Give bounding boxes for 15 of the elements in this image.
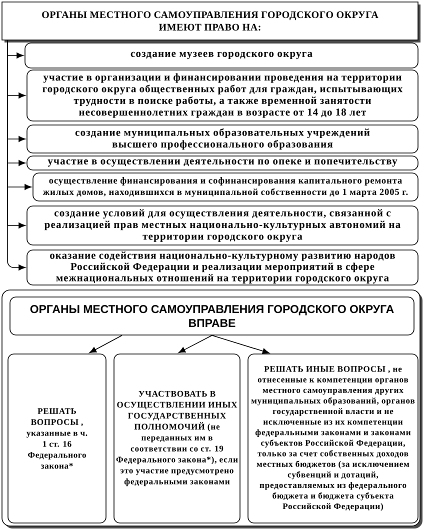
rounded-box: создание муниципальных образовательных учреждений высшего профессионального образования (26, 124, 418, 154)
rounded-box: РЕШАТЬ ВОПРОСЫ , указанные в ч. 1 ст. 16 Федерального закона* (8, 354, 106, 524)
arrow (89, 335, 122, 353)
rounded-box: создание музеев городского округа (24, 42, 418, 68)
rounded-box: осуществление финансирования и софинансирования капитального ремонта жилых домов, находившихся в муниципальной собственности до 1 марта 2005 г. (32, 172, 418, 202)
rounded-box: РЕШАТЬ ИНЫЕ ВОПРОСЫ , не отнесенные к компетенции органов местного самоуправления других муниципальных образований, органов государственной власти и не исключенные из их компетенции федеральными законами и законами субъектов Российской Федерации, только за счет собственных доходов местных бюджетов (за исключением субвенций и дотаций, предоставляемых из федерального бюджета и бюджета субъекта Российской Федерации) (248, 354, 418, 524)
rounded-box: оказание содействия национально-культурному развитию народов Российской Федерации и реализации мероприятий в сфере межнациональных отношений на территории городского округа (26, 250, 418, 286)
rounded-box: УЧАСТВОВАТЬ В ОСУЩЕСТВЛЕНИИ ИНЫХ ГОСУДАРСТВЕННЫХ ПОЛНОМОЧИЙ (не переданных им в соответствии со ст. 19 Федерального закона*), если это участие предусмотрено федеральными законами (114, 354, 240, 524)
arrow (178, 335, 212, 353)
arrow (212, 335, 270, 354)
header-box: ОРГАНЫ МЕСТНОГО САМОУПРАВЛЕНИЯ ГОРОДСКОГО ОКРУГА ИМЕЮТ ПРАВО НА: (2, 2, 420, 42)
rounded-box: участие в организации и финансировании проведения на территории городского округа общественных работ для граждан, испытывающих трудности в поиске работы, а также временной занятости несовершеннолетних граждан в возрасте от 14 до 18 лет (26, 70, 418, 122)
rounded-box: участие в осуществлении деятельности по опеке и попечительству (26, 156, 418, 170)
arrow (7, 40, 26, 270)
heading-box: ОРГАНЫ МЕСТНОГО САМОУПРАВЛЕНИЯ ГОРОДСКОГО ОКРУГА ВПРАВЕ (10, 296, 414, 336)
